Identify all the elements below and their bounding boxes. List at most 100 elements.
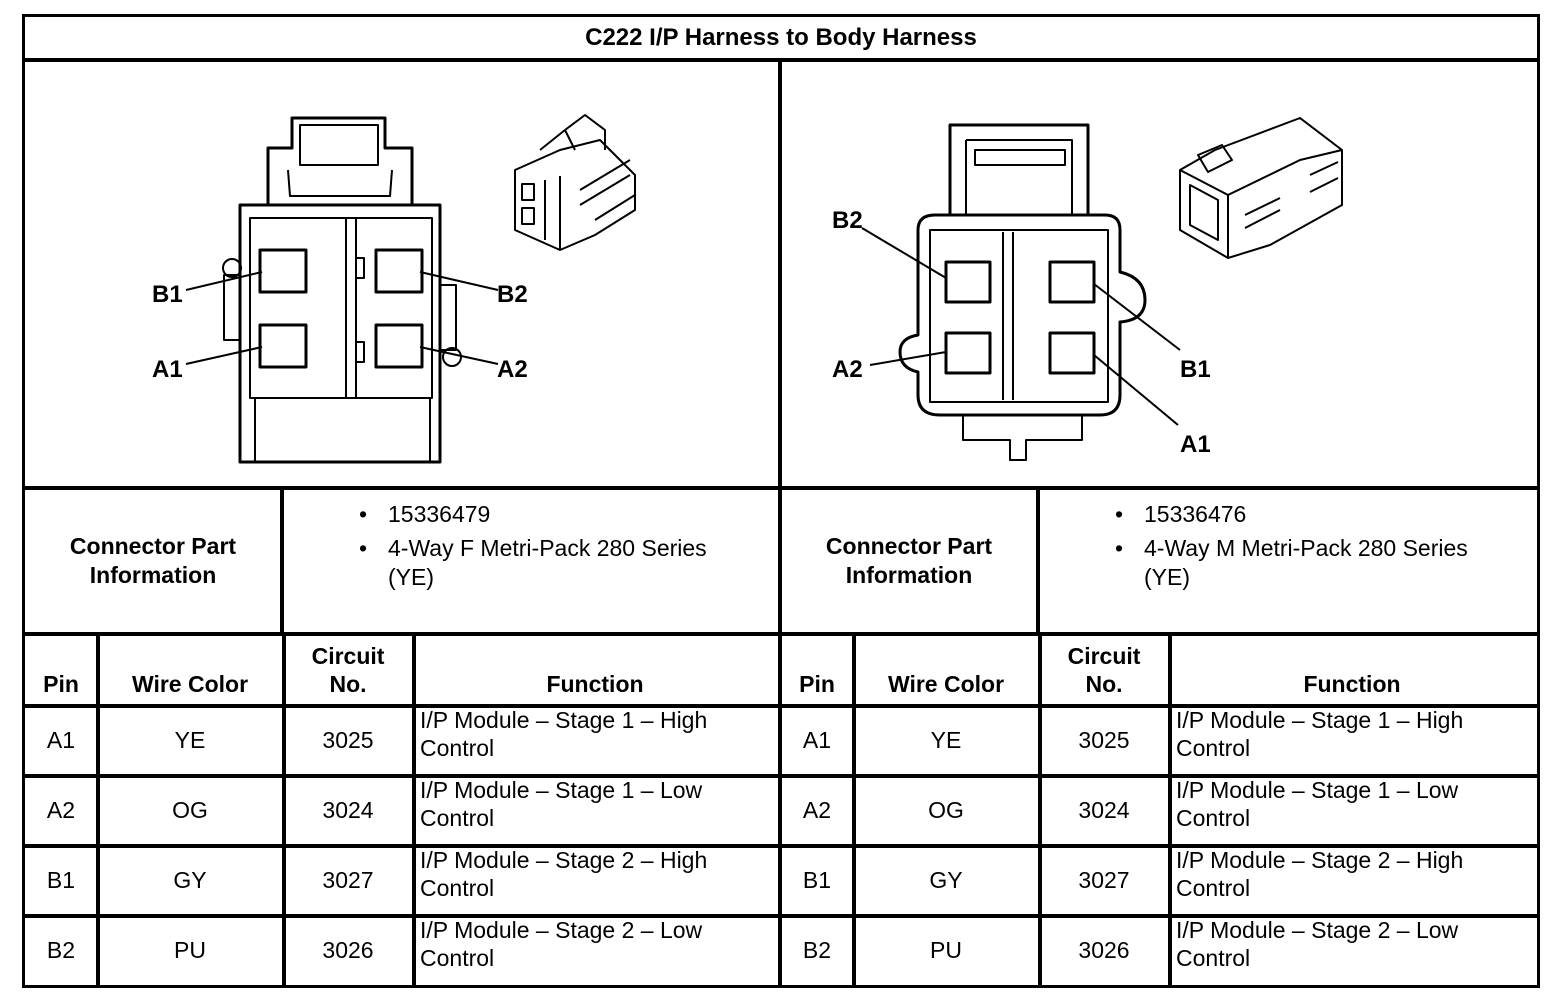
right-row-pin: B1	[782, 846, 852, 914]
right-circuit-text: 3025	[1078, 726, 1130, 753]
right-function-text: Control	[1176, 805, 1251, 832]
right-row-circuit: 3025	[1040, 706, 1168, 774]
right-circuit-text: 3027	[1078, 866, 1130, 893]
left-pin-text: B1	[46, 866, 76, 893]
left-connector-info-details: • 15336479 • 4-Way F Metri-Pack 280 Seri…	[284, 500, 778, 630]
pin-table-column-rule	[96, 636, 100, 986]
right-function-text: I/P Module – Stage 1 – High	[1176, 707, 1464, 733]
left-row-wire-color: YE	[98, 706, 282, 774]
right-row-pin: B2	[782, 916, 852, 984]
right-wire-color-text: GY	[929, 866, 963, 893]
right-row-pin: A1	[782, 706, 852, 774]
left-connector-diagram: B1 B2 A1 A2	[152, 114, 636, 464]
left-wire-color-header-text: Wire Color	[131, 670, 249, 697]
right-row-pin: A2	[782, 776, 852, 844]
right-connector-diagram: B2 A2 B1 A1	[832, 117, 1343, 461]
left-connector-info-label: Connector Part Information	[26, 490, 280, 632]
outer-frame	[22, 14, 1540, 988]
left-function-text: I/P Module – Stage 2 – High	[420, 847, 708, 873]
right-pin-label-b2: B2	[832, 207, 863, 234]
left-part-number: 15336479	[388, 501, 491, 527]
left-info-label-line2: Information	[89, 562, 217, 588]
right-row-circuit: 3026	[1040, 916, 1168, 984]
right-row-wire-color: PU	[854, 916, 1038, 984]
left-row-circuit: 3024	[284, 776, 412, 844]
left-wire-color-header: Wire Color	[98, 636, 282, 704]
left-function-text: I/P Module – Stage 1 – Low	[420, 777, 703, 803]
left-row-circuit: 3027	[284, 846, 412, 914]
pin-table-column-rule	[412, 636, 416, 986]
left-row-wire-color: OG	[98, 776, 282, 844]
right-row-wire-color: OG	[854, 776, 1038, 844]
right-circuit-text: 3024	[1078, 796, 1130, 823]
left-circuit-header-text: Circuit	[311, 642, 385, 669]
left-function-header-text: Function	[546, 670, 644, 697]
right-connector-info-details: • 15336476 • 4-Way M Metri-Pack 280 Seri…	[1040, 500, 1536, 630]
pin-table-column-rule	[282, 636, 286, 986]
right-function-text: Control	[1176, 875, 1251, 902]
right-pin-label-a1: A1	[1180, 431, 1211, 458]
right-wire-color-text: OG	[928, 796, 964, 823]
pin-table-column-rule	[1168, 636, 1172, 986]
right-pin-header-text: Pin	[799, 670, 835, 697]
right-function-header: Function	[1170, 636, 1534, 704]
left-circuit-text: 3024	[322, 796, 374, 823]
left-pin-text: A1	[46, 726, 76, 753]
left-function-text: Control	[420, 805, 495, 832]
right-pin-text: B2	[802, 936, 832, 963]
right-function-header-text: Function	[1303, 670, 1401, 697]
left-row-circuit: 3026	[284, 916, 412, 984]
pin-table-column-rule	[778, 636, 782, 986]
left-pin-text: A2	[46, 796, 76, 823]
right-circuit-header-text: Circuit	[1067, 642, 1141, 669]
left-function-text: I/P Module – Stage 2 – Low	[420, 917, 703, 943]
right-pin-text: A1	[802, 726, 832, 753]
left-function-text: Control	[420, 875, 495, 902]
right-pin-text: B1	[802, 866, 832, 893]
right-pin-text: A2	[802, 796, 832, 823]
right-circuit-header-text: No.	[1085, 670, 1123, 697]
right-circuit-text: 3026	[1078, 936, 1130, 963]
info-bottom-rule	[24, 632, 1538, 636]
bullet-icon: •	[358, 501, 368, 527]
right-function-text: Control	[1176, 945, 1251, 972]
right-wire-color-header: Wire Color	[854, 636, 1038, 704]
left-wire-color-text: GY	[173, 866, 207, 893]
right-row-circuit: 3027	[1040, 846, 1168, 914]
left-pin-header: Pin	[26, 636, 96, 704]
right-function-text: I/P Module – Stage 2 – Low	[1176, 917, 1459, 943]
right-pin-label-b1: B1	[1180, 356, 1211, 383]
left-circuit-text: 3025	[322, 726, 374, 753]
right-description-line2: (YE)	[1144, 564, 1190, 590]
right-row-circuit: 3024	[1040, 776, 1168, 844]
left-description-item: • 4-Way F Metri-Pack 280 Series (YE)	[284, 534, 707, 592]
right-wire-color-header-text: Wire Color	[887, 670, 1005, 697]
left-info-label-line1: Connector Part	[69, 533, 237, 560]
right-description-line1: 4-Way M Metri-Pack 280 Series	[1144, 535, 1468, 561]
info-rule-3	[1036, 490, 1040, 634]
pin-table-column-rule	[1038, 636, 1042, 986]
right-part-number: 15336476	[1144, 501, 1247, 527]
left-pin-text: B2	[46, 936, 76, 963]
left-row-circuit: 3025	[284, 706, 412, 774]
left-wire-color-text: OG	[172, 796, 208, 823]
left-pin-label-a1: A1	[152, 356, 183, 383]
left-pin-header-text: Pin	[43, 670, 79, 697]
left-row-wire-color: GY	[98, 846, 282, 914]
right-function-text: I/P Module – Stage 2 – High	[1176, 847, 1464, 873]
left-function-text: I/P Module – Stage 1 – High	[420, 707, 708, 733]
info-rule-1	[280, 490, 284, 634]
diagram-bottom-rule	[24, 486, 1538, 490]
right-wire-color-text: PU	[930, 936, 962, 963]
right-function-text: I/P Module – Stage 1 – Low	[1176, 777, 1459, 803]
